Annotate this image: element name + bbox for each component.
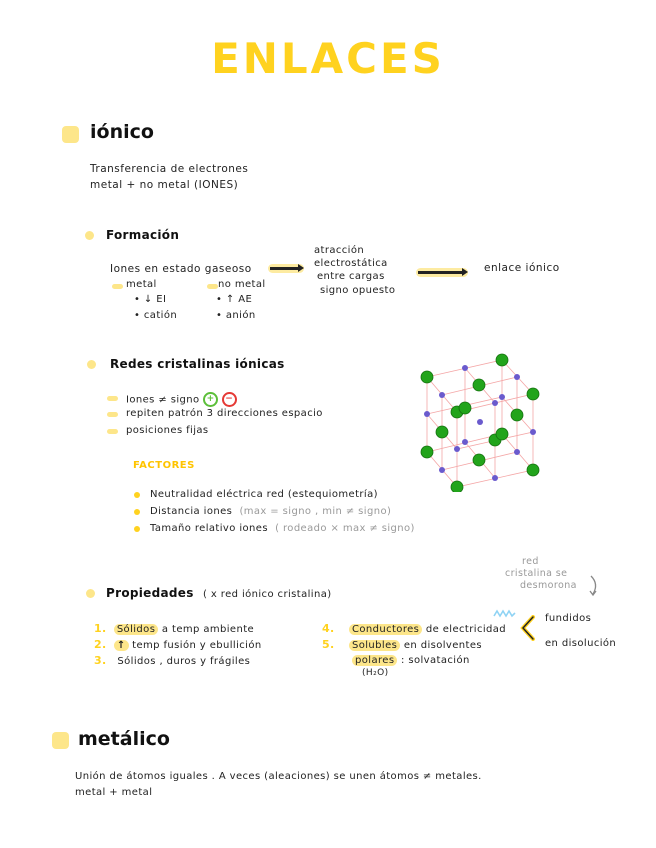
h2o-note: (H₂O) bbox=[362, 668, 389, 678]
metalico-definition-line2: metal + metal bbox=[75, 787, 153, 798]
formacion-result: enlace iónico bbox=[484, 262, 560, 274]
squiggle-icon bbox=[493, 609, 516, 618]
nometal-item-anion: • anión bbox=[216, 310, 256, 321]
nometal-item-ae: • ↑ AE bbox=[216, 294, 253, 305]
propiedad-2-num: 2. bbox=[94, 638, 107, 651]
dash-marker-icon bbox=[107, 429, 118, 434]
factor-3: Tamaño relativo iones ( rodeado × max ≠ … bbox=[150, 523, 415, 534]
formacion-step2-line4: signo opuesto bbox=[320, 285, 396, 296]
propiedad-2: 2. ↑ temp fusión y ebullición bbox=[94, 638, 262, 651]
page-title: ENLACES bbox=[211, 34, 445, 83]
bullet-dot-icon bbox=[134, 526, 140, 532]
metal-label: metal bbox=[126, 279, 157, 290]
side-note-line1: red bbox=[522, 556, 539, 567]
propiedades-subtitle: ( x red iónico cristalina) bbox=[203, 589, 332, 600]
propiedad-5-num: 5. bbox=[322, 638, 335, 651]
curved-arrow-down-icon bbox=[589, 575, 597, 597]
redes-item-1-text: Iones ≠ signo bbox=[126, 394, 200, 406]
redes-item-3: posiciones fijas bbox=[126, 425, 209, 436]
bullet-dot-icon bbox=[86, 589, 95, 598]
nometal-label: no metal bbox=[218, 279, 266, 290]
dash-marker-icon bbox=[112, 284, 123, 289]
side-note-line3: desmorona bbox=[520, 580, 577, 591]
redes-item-1: Iones ≠ signo + − bbox=[126, 392, 237, 407]
propiedad-5-polares: polares : solvatación bbox=[352, 655, 470, 666]
dash-marker-icon bbox=[107, 412, 118, 417]
metalico-definition-line1: Unión de átomos iguales . A veces (aleac… bbox=[75, 771, 482, 782]
solvatacion-text: : solvatación bbox=[397, 655, 470, 666]
arrow-up-icon: ↑ bbox=[113, 640, 129, 651]
metal-item-ei: • ↓ EI bbox=[134, 294, 167, 305]
dash-marker-icon bbox=[107, 396, 118, 401]
minus-circle-icon: − bbox=[221, 392, 237, 407]
propiedad-1: 1. Sólidos a temp ambiente bbox=[94, 622, 254, 635]
side-note-line2: cristalina se bbox=[505, 568, 568, 579]
redes-heading: Redes cristalinas iónicas bbox=[110, 357, 285, 371]
section-heading-metalico: metálico bbox=[78, 728, 170, 750]
propiedad-1-text: a temp ambiente bbox=[158, 624, 255, 635]
plus-circle-icon: + bbox=[203, 392, 219, 407]
bullet-dot-icon bbox=[134, 509, 140, 515]
formacion-heading: Formación bbox=[106, 228, 180, 242]
propiedad-4: 4. Conductores de electricidad bbox=[322, 622, 506, 635]
propiedad-2-text: temp fusión y ebullición bbox=[128, 640, 262, 651]
factores-label: FACTORES bbox=[133, 460, 195, 471]
dash-marker-icon bbox=[207, 284, 218, 289]
propiedad-3-num: 3. bbox=[94, 654, 107, 667]
factor-2-note: (max = signo , min ≠ signo) bbox=[239, 506, 392, 517]
factor-1: Neutralidad eléctrica red (estequiometrí… bbox=[150, 489, 378, 500]
ionico-definition-line2: metal + no metal (IONES) bbox=[90, 179, 239, 191]
factor-3-note: ( rodeado × max ≠ signo) bbox=[275, 523, 415, 534]
bullet-dot-icon bbox=[85, 231, 94, 240]
factor-3-main: Tamaño relativo iones bbox=[150, 523, 268, 534]
heading-marker-icon bbox=[52, 732, 69, 749]
polares-highlight: polares bbox=[352, 655, 398, 666]
propiedad-5-highlight: Solubles bbox=[348, 640, 401, 651]
bracket-less-than-icon bbox=[520, 615, 535, 641]
fundidos-label: fundidos bbox=[545, 613, 592, 624]
bullet-dot-icon bbox=[87, 360, 96, 369]
disolucion-label: en disolución bbox=[545, 638, 617, 649]
propiedad-1-highlight: Sólidos bbox=[113, 624, 159, 635]
formacion-step2-line3: entre cargas bbox=[317, 271, 385, 282]
crystal-lattice-diagram bbox=[420, 353, 540, 492]
heading-marker-icon bbox=[62, 126, 79, 143]
propiedades-heading: Propiedades bbox=[106, 586, 194, 600]
propiedad-5-text: en disolventes bbox=[400, 640, 483, 651]
propiedad-4-highlight: Conductores bbox=[348, 624, 423, 635]
redes-item-2: repiten patrón 3 direcciones espacio bbox=[126, 408, 323, 419]
propiedad-3-text: Sólidos , duros y frágiles bbox=[117, 656, 251, 667]
section-heading-ionico: iónico bbox=[90, 121, 154, 143]
propiedad-5: 5. Solubles en disolventes bbox=[322, 638, 482, 651]
ionico-definition-line1: Transferencia de electrones bbox=[90, 163, 249, 175]
factor-2-main: Distancia iones bbox=[150, 506, 233, 517]
arrow-right-icon bbox=[270, 264, 304, 272]
factor-2: Distancia iones (max = signo , min ≠ sig… bbox=[150, 506, 391, 517]
bullet-dot-icon bbox=[134, 492, 140, 498]
metal-item-cation: • catión bbox=[134, 310, 178, 321]
formacion-step2-line2: electrostática bbox=[314, 258, 388, 269]
propiedad-3: 3. Sólidos , duros y frágiles bbox=[94, 654, 250, 667]
formacion-step2-line1: atracción bbox=[314, 245, 365, 256]
propiedad-4-text: de electricidad bbox=[422, 624, 507, 635]
formacion-step1: Iones en estado gaseoso bbox=[110, 263, 252, 275]
propiedad-1-num: 1. bbox=[94, 622, 107, 635]
arrow-right-icon bbox=[418, 268, 468, 276]
propiedad-4-num: 4. bbox=[322, 622, 335, 635]
